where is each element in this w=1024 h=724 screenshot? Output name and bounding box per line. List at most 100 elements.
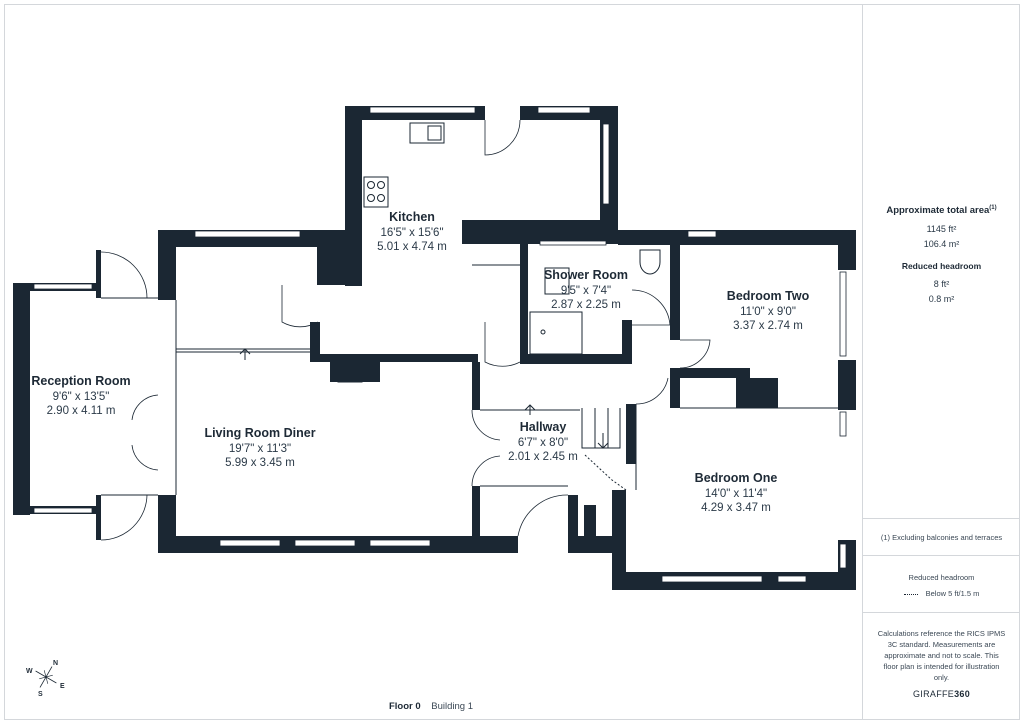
wall-bed1-west xyxy=(626,404,636,464)
arrow-up-hall xyxy=(524,404,536,415)
sidebar-rule-3 xyxy=(863,612,1020,613)
wall-reception-se xyxy=(96,495,101,540)
door-living-kitchen xyxy=(281,285,319,328)
compass-e: E xyxy=(60,683,65,690)
wall-reception-west xyxy=(13,283,30,515)
room-metric-kitchen: 5.01 x 4.74 m xyxy=(377,241,447,253)
door-kitchen-hall xyxy=(484,322,521,367)
wall-kitchen-west xyxy=(345,106,362,286)
reduced-headroom-m: 0.8 m² xyxy=(928,294,955,305)
door-shower xyxy=(631,289,671,326)
door-living-hall xyxy=(471,409,501,487)
room-imperial-shower: 9'5" x 7'4" xyxy=(561,285,611,297)
window-living-north xyxy=(194,230,301,238)
window-shower xyxy=(539,240,607,246)
footer: Floor 0 Building 1 xyxy=(0,701,862,712)
compass-icon: N S E W xyxy=(26,660,65,698)
room-metric-shower: 2.87 x 2.25 m xyxy=(551,299,621,311)
compass-n: N xyxy=(53,660,58,667)
disclaimer: Calculations reference the RICS IPMS 3C … xyxy=(877,629,1006,682)
window-bed1-e1 xyxy=(839,411,847,437)
window-bed2-n xyxy=(687,230,717,238)
window-kitchen-east xyxy=(602,123,610,205)
wall-hall-west-upper xyxy=(472,362,480,410)
room-name-hallway: Hallway xyxy=(520,420,567,434)
compass-w: W xyxy=(26,668,33,675)
building-label: Building 1 xyxy=(431,701,474,712)
door-kitchen-back xyxy=(484,119,521,156)
legend-text: Below 5 ft/1.5 m xyxy=(925,589,980,598)
wall-hall-east xyxy=(568,495,578,553)
brand-text-b: 360 xyxy=(954,689,971,699)
wall-hall-nook xyxy=(584,505,596,540)
window-bed1-s1 xyxy=(661,575,763,583)
room-metric-bed2: 3.37 x 2.74 m xyxy=(733,320,803,332)
legend-dotted-line xyxy=(903,593,918,595)
room-name-shower: Shower Room xyxy=(544,268,628,282)
floor-label: Floor 0 xyxy=(388,701,421,712)
room-name-bed2: Bedroom Two xyxy=(727,289,810,303)
reduced-headroom-ft: 8 ft² xyxy=(933,279,950,290)
room-name-bed1: Bedroom One xyxy=(695,471,778,485)
room-metric-bed1: 4.29 x 3.47 m xyxy=(701,502,771,514)
page-frame xyxy=(4,4,1020,720)
window-living-s3 xyxy=(369,539,431,547)
room-imperial-reception: 9'6" x 13'5" xyxy=(53,391,110,403)
total-area-ft: 1145 ft² xyxy=(926,224,957,235)
wall-bed2-west xyxy=(670,245,680,340)
room-imperial-kitchen: 16'5" x 15'6" xyxy=(380,227,443,239)
wall-cupboard xyxy=(736,378,778,408)
room-name-reception: Reception Room xyxy=(31,374,130,388)
excluding-note: (1) Excluding balconies and terraces xyxy=(880,533,1003,542)
room-imperial-bed1: 14'0" x 11'4" xyxy=(705,488,767,500)
wall-bed2-ne xyxy=(838,230,856,270)
compass-s: S xyxy=(38,691,43,698)
wall-reception-ne xyxy=(96,250,101,298)
window-bed2-e xyxy=(839,271,847,357)
doors xyxy=(100,119,711,541)
door-reception-living xyxy=(131,394,159,471)
room-imperial-bed2: 11'0" x 9'0" xyxy=(740,306,796,318)
total-area-m: 106.4 m² xyxy=(923,239,960,250)
window-reception-s xyxy=(33,507,93,514)
wall-living-nw xyxy=(158,230,176,300)
wall-hall-south xyxy=(568,536,612,553)
wall-shower-west xyxy=(520,244,528,354)
kitchen-sink xyxy=(409,122,445,144)
wall-bed2-south xyxy=(670,368,750,378)
window-bed1-s2 xyxy=(777,575,807,583)
wall-living-inner xyxy=(310,322,320,362)
room-metric-living: 5.99 x 3.45 m xyxy=(225,457,295,469)
door-front xyxy=(517,494,569,537)
wall-bed2-se xyxy=(838,360,856,410)
wall-bed2-north xyxy=(618,230,856,245)
floor-plan: Kitchen 16'5" x 15'6" 5.01 x 4.74 m Show… xyxy=(13,106,856,698)
reduced-headroom-line xyxy=(584,454,627,491)
legend-row: Below 5 ft/1.5 m xyxy=(863,588,1020,599)
fireplace-hearth xyxy=(337,373,363,383)
interior-lines xyxy=(101,264,838,496)
window-living-s1 xyxy=(219,539,281,547)
room-metric-reception: 2.90 x 4.11 m xyxy=(47,405,116,417)
room-name-kitchen: Kitchen xyxy=(389,210,435,224)
arrow-up-living xyxy=(239,348,251,360)
arrow-down-stairs xyxy=(597,433,609,449)
fixtures xyxy=(239,122,661,449)
wall-shower-east xyxy=(622,320,632,364)
door-reception-n xyxy=(100,251,148,299)
window-bed1-e2 xyxy=(839,543,847,569)
door-bed1 xyxy=(635,377,669,405)
total-area-footnote-mark: (1) xyxy=(989,205,997,211)
legend-title: Reduced headroom xyxy=(908,573,975,582)
toilet xyxy=(639,249,661,275)
sidebar-divider xyxy=(862,4,863,720)
reduced-headroom-title: Reduced headroom xyxy=(901,261,982,272)
sidebar-rule-1 xyxy=(863,518,1020,519)
room-imperial-living: 19'7" x 11'3" xyxy=(229,443,291,455)
window-living-s2 xyxy=(294,539,356,547)
wall-bed2-sw xyxy=(670,368,680,408)
window-kitchen-2 xyxy=(537,106,591,114)
room-imperial-hallway: 6'7" x 8'0" xyxy=(518,437,568,449)
walls xyxy=(13,106,856,590)
room-labels: Kitchen 16'5" x 15'6" 5.01 x 4.74 m Show… xyxy=(31,210,809,514)
